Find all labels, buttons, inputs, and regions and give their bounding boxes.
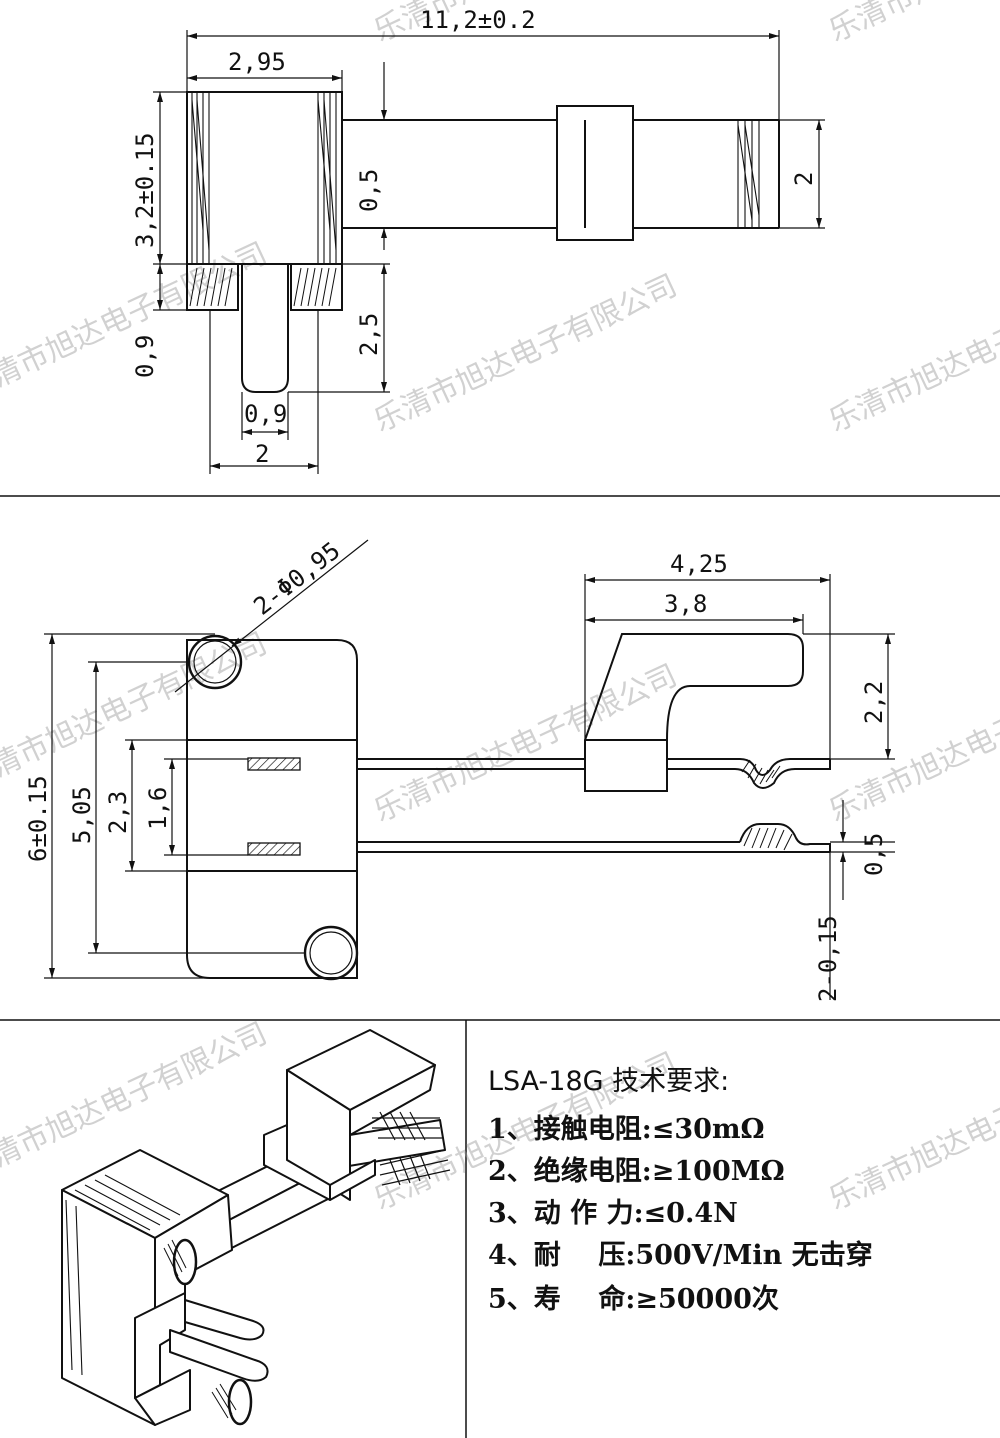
watermark-text: 乐清市旭达电子有限公司: [824, 658, 1000, 829]
body-winding-left: [186, 92, 210, 264]
dim-tab-thickness: 0,5: [355, 169, 383, 212]
dim-slot-height: 1,6: [144, 787, 172, 830]
dim-actuator-height: 2,2: [860, 681, 888, 724]
dim-tab-width: 2: [790, 172, 818, 186]
slot-bottom: [247, 842, 301, 856]
terminal-pin: [241, 264, 289, 393]
dim-pin-spacing: 2: [255, 440, 269, 468]
switch-body: [186, 91, 343, 265]
side-view-labels: 2-Φ0,95 6±0.15 5,05 2,3 1,6 4,25 3,8 2,2…: [24, 536, 888, 1002]
spec-block: LSA-18G 技术要求: 1、接触电阻:≤30mΩ 2、绝缘电阻:≥100MΩ…: [488, 1066, 873, 1315]
spec-item: 1、接触电阻:≤30mΩ: [488, 1114, 765, 1145]
dim-holes: 2-Φ0,95: [248, 536, 345, 620]
dim-actuator-inner: 3,8: [664, 590, 707, 618]
actuator-top: [556, 105, 634, 241]
mounting-hole-bottom: [303, 925, 359, 981]
dim-window-height: 2,3: [104, 791, 132, 834]
watermark-text: 乐清市旭达电子有限公司: [824, 1046, 1000, 1217]
spec-item: 2、绝缘电阻:≥100MΩ: [488, 1155, 785, 1187]
spec-item: 3、动 作 力:≤0.4N: [488, 1198, 738, 1229]
lower-contact-hatch: [743, 827, 793, 851]
dim-body-width: 2,95: [228, 48, 286, 76]
panel-dividers: [0, 495, 1000, 1438]
iso-rivet-bottom: [227, 1378, 253, 1426]
iso-pin-top: [184, 1299, 265, 1341]
side-view-dimensions: [44, 539, 895, 1000]
watermark-text: 乐清市旭达电子有限公司: [0, 236, 272, 407]
spec-item: 5、寿 命:≥50000次: [488, 1283, 779, 1315]
iso-pin-bottom: [169, 1329, 269, 1382]
watermark-text: 乐清市旭达电子有限公司: [824, 268, 1000, 439]
watermark-text: 乐清市旭达电子有限公司: [369, 268, 683, 439]
side-body: [186, 639, 358, 979]
dim-lower-left: 0,9: [131, 335, 159, 378]
right-foot: [290, 263, 343, 311]
dim-pin-length: 2,5: [355, 313, 383, 356]
slot-top: [247, 757, 301, 771]
top-view-labels: 11,2±0.2 2,95 3,2±0.15 0,5 2 0,9 2,5 0,9…: [131, 6, 818, 468]
top-view: [186, 91, 780, 393]
body-winding-right: [317, 92, 337, 264]
dim-overall-length: 11,2±0.2: [420, 6, 536, 34]
feet-hatch: [189, 267, 337, 307]
dim-contact-gap: 2-0,15: [814, 915, 842, 1002]
watermark-text: 乐清市旭达电子有限公司: [824, 0, 1000, 49]
iso-springs: [372, 1111, 451, 1186]
watermark-text: 乐清市旭达电子有限公司: [369, 658, 683, 829]
left-foot: [186, 263, 239, 311]
dim-contact-thickness: 0,5: [860, 833, 888, 876]
iso-body-winding: [65, 1174, 181, 1376]
dim-pin-width: 0,9: [244, 400, 287, 428]
tab-end-winding: [737, 120, 760, 228]
top-view-dimensions: [153, 30, 825, 474]
actuator-side: [584, 633, 804, 792]
spec-item: 4、耐 压:500V/Min 无击穿: [488, 1239, 873, 1271]
dim-actuator-outer: 4,25: [670, 550, 728, 578]
watermark-text: 乐清市旭达电子有限公司: [0, 626, 272, 797]
dim-overall-height: 6±0.15: [24, 775, 52, 862]
dim-hole-spacing: 5,05: [68, 786, 96, 844]
iso-rivet-top: [172, 1238, 198, 1286]
spec-title: LSA-18G 技术要求:: [488, 1066, 729, 1097]
upper-contact-hatch: [741, 759, 781, 785]
isometric-view: [61, 1029, 451, 1426]
dim-body-height: 3,2±0.15: [131, 132, 159, 248]
side-view: [186, 633, 831, 981]
